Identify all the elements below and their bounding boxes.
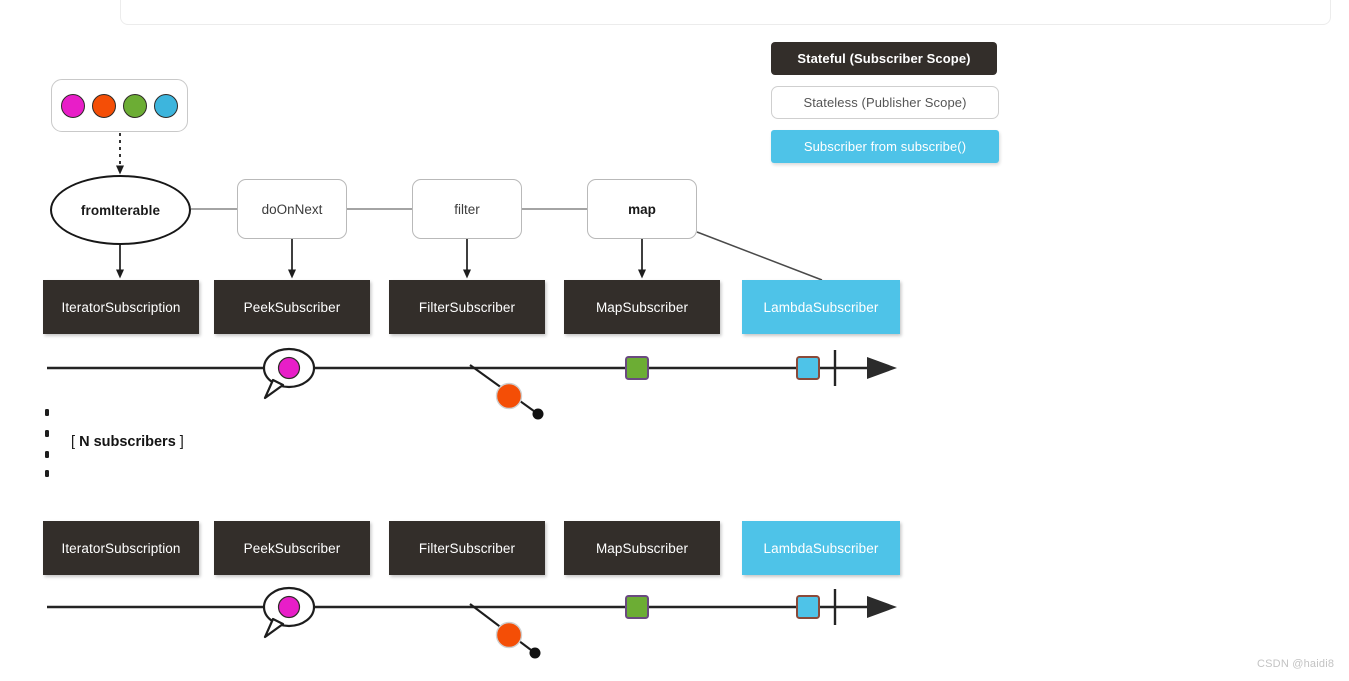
n-subscribers-label: [ N subscribers ]: [71, 434, 184, 450]
watermark: CSDN @haidi8: [1257, 658, 1335, 670]
mapped-square-0: [625, 595, 649, 619]
subscriber-box-iteratorsubscription[interactable]: IteratorSubscription: [43, 521, 199, 575]
orange-ball: [92, 93, 116, 118]
legend: Stateful (Subscriber Scope) Stateless (Pu…: [771, 42, 999, 174]
subscriber-box-mapsubscriber[interactable]: MapSubscriber: [564, 521, 720, 575]
legend-item-stateless: Stateless (Publisher Scope): [771, 86, 999, 119]
subscriber-box-iteratorsubscription[interactable]: IteratorSubscription: [43, 280, 199, 334]
bubble-ball: [277, 356, 301, 380]
filtered-out-element: [469, 364, 544, 420]
subscriber-box-mapsubscriber[interactable]: MapSubscriber: [564, 280, 720, 334]
cyan-ball: [154, 93, 178, 118]
subscriber-box-filtersubscriber[interactable]: FilterSubscriber: [389, 280, 545, 334]
legend-item-subscriber: Subscriber from subscribe(): [771, 130, 999, 163]
marble-timelines: [47, 347, 897, 659]
operator-node-map[interactable]: map: [587, 179, 697, 239]
subscriber-box-lambdasubscriber[interactable]: LambdaSubscriber: [742, 280, 900, 334]
map-to-lambda-connector: [696, 231, 823, 281]
n-subscribers-text: N subscribers: [79, 434, 176, 450]
page-container-edge: [120, 0, 1331, 25]
operator-node-filter[interactable]: filter: [412, 179, 522, 239]
repeat-dots-column: [45, 409, 49, 477]
repeat-dot-1: [45, 430, 49, 437]
filtered-out-element: [469, 603, 541, 659]
marble-timeline-1: [47, 347, 897, 420]
magenta-ball: [61, 93, 85, 118]
n-subscribers-open-bracket: [: [71, 434, 80, 450]
subscriber-box-peeksubscriber[interactable]: PeekSubscriber: [214, 280, 370, 334]
peek-speech-bubble: [262, 347, 316, 400]
green-ball: [123, 93, 147, 118]
node-to-subscriber-arrows: [116, 239, 646, 279]
legend-item-stateful: Stateful (Subscriber Scope): [771, 42, 997, 75]
repeat-dot-0: [45, 409, 49, 416]
subscriber-box-filtersubscriber[interactable]: FilterSubscriber: [389, 521, 545, 575]
mapped-square-0: [625, 356, 649, 380]
bubble-ball: [277, 595, 301, 619]
n-subscribers-close-bracket: ]: [175, 434, 184, 450]
repeat-dot-3: [45, 470, 49, 477]
subscriber-box-lambdasubscriber[interactable]: LambdaSubscriber: [742, 521, 900, 575]
source-iterable-container: [51, 79, 188, 132]
mapped-square-1: [796, 356, 820, 380]
operator-node-doonnext[interactable]: doOnNext: [237, 179, 347, 239]
subscriber-box-peeksubscriber[interactable]: PeekSubscriber: [214, 521, 370, 575]
peek-speech-bubble: [262, 586, 316, 639]
repeat-dot-2: [45, 451, 49, 458]
marble-timeline-2: [47, 586, 897, 659]
mapped-square-1: [796, 595, 820, 619]
publisher-node-fromiterable[interactable]: fromIterable: [50, 175, 191, 245]
